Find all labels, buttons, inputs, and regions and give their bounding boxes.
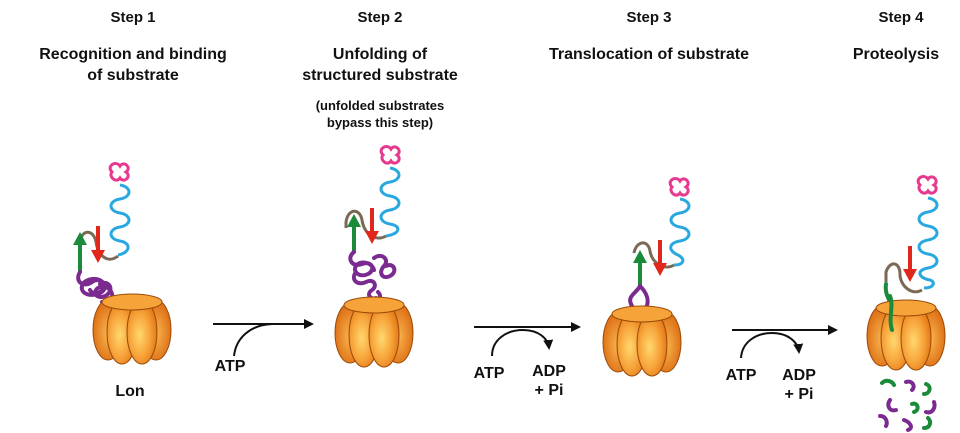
peptide-fragment (880, 378, 896, 387)
reaction-2-adp-label: ADP (532, 363, 566, 380)
reaction-arrow-2-adp-curve (522, 329, 554, 350)
reaction-arrow-2-atp-curve (491, 329, 524, 357)
peptide-fragment (886, 398, 898, 413)
step-4-lon-protease (866, 299, 946, 371)
peptide-fragment (910, 401, 920, 414)
step-1-degron-tag (108, 162, 130, 182)
step-3-helix (669, 197, 691, 267)
step-1-number: Step 1 (110, 9, 156, 26)
step-3-degron-tag (668, 177, 690, 197)
step-4-helix (917, 196, 939, 290)
reaction-arrow-1-atp-curve (233, 323, 273, 357)
step-2-note-line-2: bypass this step) (326, 115, 434, 130)
step-3-title-line-1: Translocation of substrate (548, 46, 750, 63)
step-1-title-line-1: Recognition and binding (39, 46, 227, 63)
step-4-title-line-1: Proteolysis (852, 46, 940, 63)
reaction-arrow-3-atp-curve (740, 332, 773, 359)
reaction-arrow-1 (213, 319, 314, 357)
peptide-fragment (922, 382, 932, 396)
step-2-helix (379, 166, 401, 238)
reaction-2-pi-label: + Pi (534, 382, 564, 399)
reaction-3-pi-label: + Pi (784, 386, 814, 403)
step-3-lon-protease (602, 305, 682, 377)
step-2-note-line-1: (unfolded substrates (315, 98, 445, 113)
step-2-title-line-2: structured substrate (302, 67, 458, 84)
reaction-arrow-3 (732, 325, 838, 359)
reaction-2-atp-label: ATP (473, 365, 505, 382)
reaction-arrow-2 (474, 322, 581, 357)
peptide-fragment (878, 414, 889, 428)
peptide-fragment (904, 379, 916, 392)
step-4-loop (884, 262, 923, 294)
reaction-1-atp-label: ATP (214, 358, 246, 375)
step-1-helix (109, 183, 131, 257)
peptide-fragment (902, 418, 913, 432)
step-2-lon-protease (334, 296, 414, 368)
step-2-degron-tag (379, 145, 401, 165)
step-2-title-line-1: Unfolding of (332, 46, 428, 63)
reaction-3-atp-label: ATP (725, 367, 757, 384)
step-3-number: Step 3 (626, 9, 672, 26)
peptide-fragments (878, 378, 937, 432)
step-4-number: Step 4 (878, 9, 924, 26)
reaction-3-adp-label: ADP (782, 367, 816, 384)
step-1-title-line-2: of substrate (87, 67, 179, 84)
step-2-loop (344, 209, 387, 240)
step-3-substrate (628, 177, 691, 310)
step-4-degron-tag (916, 175, 938, 195)
peptide-fragment (922, 416, 933, 430)
lon-protease-label: Lon (115, 383, 145, 400)
reaction-arrow-3-adp-curve (771, 332, 804, 354)
step-1-lon-protease (92, 293, 172, 365)
step-2-disordered-region (348, 250, 397, 306)
step-2-number: Step 2 (357, 9, 403, 26)
step-3-loop (632, 241, 675, 269)
peptide-fragment (924, 400, 937, 415)
step-4-threaded-strand-front (888, 294, 894, 332)
step-3-threading-chain (628, 284, 650, 310)
step-2-substrate (344, 145, 401, 306)
step-1-substrate (73, 162, 131, 312)
